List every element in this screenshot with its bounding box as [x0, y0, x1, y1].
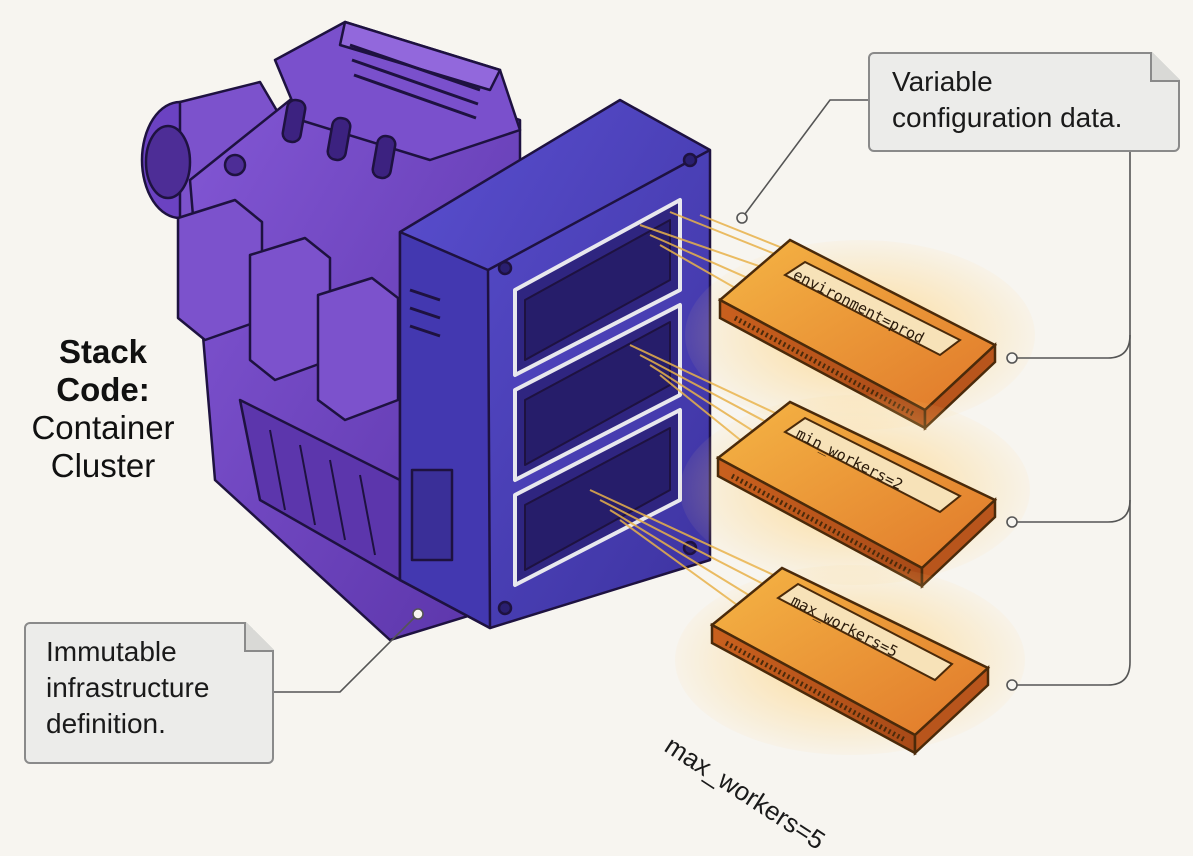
config-chip-2: min_workers=2	[680, 395, 1030, 589]
config-chip-1: environment=prod	[685, 238, 1035, 431]
page-fold-icon	[1150, 52, 1180, 82]
diagram-stage: environment=prod min_workers=2 max_worke…	[8, 20, 1180, 856]
note-immutable-infra: Immutable infrastructure definition.	[24, 622, 274, 764]
config-chip-3: max_workers=5	[675, 565, 1025, 756]
note-variable-config-text: Variable configuration data.	[892, 66, 1123, 133]
stack-code-title: Stack Code:	[56, 333, 150, 408]
connector-lines	[274, 99, 1131, 693]
diagram-canvas: environment=prod min_workers=2 max_worke…	[140, 20, 1131, 756]
stack-code-label: Stack Code: Container Cluster	[8, 333, 198, 485]
note-variable-config: Variable configuration data.	[868, 52, 1180, 152]
page-fold-icon	[244, 622, 274, 652]
note-immutable-infra-text: Immutable infrastructure definition.	[46, 636, 210, 739]
stack-code-name: Container Cluster	[31, 409, 175, 484]
